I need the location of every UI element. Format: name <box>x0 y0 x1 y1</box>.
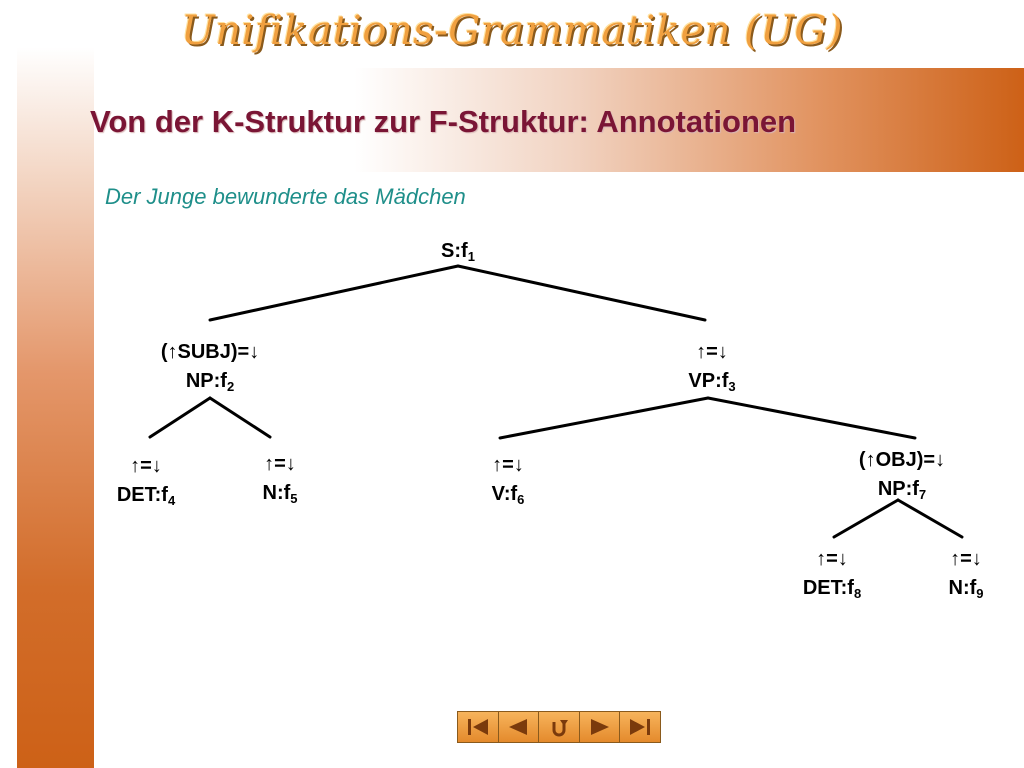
previous-slide-icon <box>509 719 528 735</box>
edge-np-n <box>208 396 272 439</box>
last-slide-button[interactable] <box>620 712 660 742</box>
category-det: DET:f8 <box>802 577 862 601</box>
first-slide-button[interactable] <box>458 712 499 742</box>
return-button[interactable] <box>539 712 580 742</box>
annotation-head: ↑=↓ <box>696 341 728 363</box>
annotation-head: ↑=↓ <box>816 548 848 570</box>
down-arrow-icon: ↓ <box>935 449 946 471</box>
slide-title: Von der K-Struktur zur F-Struktur: Annot… <box>90 104 797 139</box>
example-sentence: Der Junge bewunderte das Mädchen <box>105 184 466 209</box>
down-arrow-icon: ↓ <box>837 548 848 570</box>
up-arrow-icon: ↑ <box>950 548 961 570</box>
annotation-head: ↑=↓ <box>130 455 162 477</box>
annotation-head: ↑=↓ <box>950 548 982 570</box>
up-arrow-icon: ↑ <box>167 341 178 363</box>
up-arrow-icon: ↑ <box>130 455 141 477</box>
edge-vp-np <box>706 396 917 440</box>
up-arrow-icon: ↑ <box>865 449 876 471</box>
annotation-head: ↑=↓ <box>492 454 524 476</box>
up-arrow-icon: ↑ <box>492 454 503 476</box>
annotation-head: ↑=↓ <box>264 453 296 475</box>
edge-np-det2 <box>832 498 900 539</box>
left-decor-bar <box>17 47 94 768</box>
node-det-1: ↑=↓ DET:f4 <box>117 452 175 510</box>
category-np: NP:f7 <box>877 478 927 502</box>
previous-slide-button[interactable] <box>498 712 540 742</box>
node-det-2: ↑=↓ DET:f8 <box>803 545 861 603</box>
category-np: NP:f2 <box>185 370 235 394</box>
category-det: DET:f4 <box>116 484 176 508</box>
node-n-1: ↑=↓ N:f5 <box>263 450 298 508</box>
up-arrow-icon: ↑ <box>264 453 275 475</box>
node-v: ↑=↓ V:f6 <box>492 451 525 509</box>
return-icon <box>552 720 568 737</box>
next-slide-icon <box>590 719 609 735</box>
title-band <box>94 68 1024 172</box>
edge-np-n2 <box>896 498 964 539</box>
category-vp: VP:f3 <box>688 370 736 394</box>
edge-np-det <box>148 396 212 439</box>
node-n-2: ↑=↓ N:f9 <box>949 545 984 603</box>
down-arrow-icon: ↓ <box>717 341 728 363</box>
category-n: N:f5 <box>262 482 298 506</box>
edge-s-np <box>208 264 460 322</box>
node-np-subj: (↑SUBJ)=↓ NP:f2 <box>161 338 259 396</box>
slide-navigation <box>457 711 661 743</box>
up-arrow-icon: ↑ <box>696 341 707 363</box>
node-vp: ↑=↓ VP:f3 <box>688 338 735 396</box>
up-arrow-icon: ↑ <box>816 548 827 570</box>
category-v: V:f6 <box>491 483 525 507</box>
node-s: S:f1 <box>441 240 475 264</box>
node-np-obj: (↑OBJ)=↓ NP:f7 <box>859 446 945 504</box>
next-slide-button[interactable] <box>579 712 621 742</box>
down-arrow-icon: ↓ <box>151 455 162 477</box>
down-arrow-icon: ↓ <box>971 548 982 570</box>
down-arrow-icon: ↓ <box>285 453 296 475</box>
edge-vp-v <box>498 396 710 440</box>
presentation-header: Unifikations-Grammatiken (UG) <box>181 8 843 54</box>
annotation-subj: (↑SUBJ)=↓ <box>160 341 260 363</box>
category-n: N:f9 <box>948 577 984 601</box>
down-arrow-icon: ↓ <box>513 454 524 476</box>
annotation-obj: (↑OBJ)=↓ <box>858 449 946 471</box>
last-slide-icon <box>630 719 651 735</box>
edge-s-vp <box>456 264 707 322</box>
down-arrow-icon: ↓ <box>249 341 260 363</box>
first-slide-icon <box>467 719 488 735</box>
